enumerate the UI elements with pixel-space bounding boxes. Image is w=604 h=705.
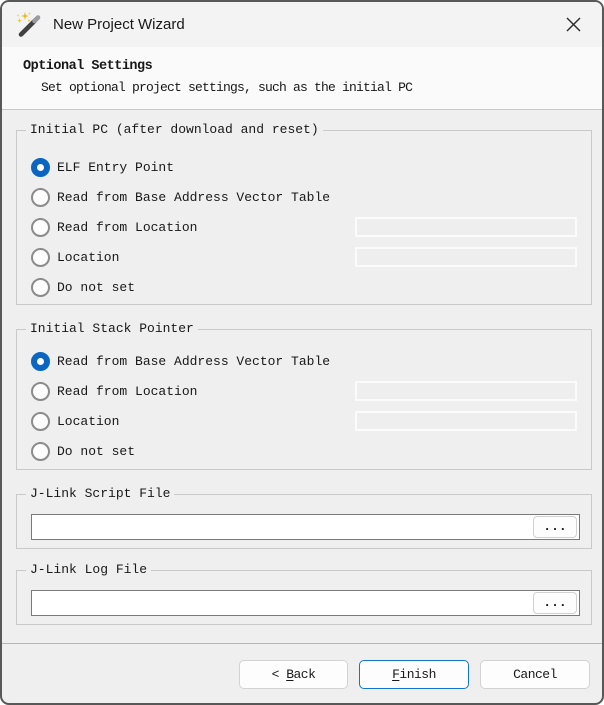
back-button[interactable]: < Back bbox=[239, 660, 348, 689]
radio-row-location: Location bbox=[31, 242, 119, 272]
back-rest: ack bbox=[293, 667, 316, 682]
radio-row-sp-read-base-vector: Read from Base Address Vector Table bbox=[31, 346, 330, 376]
radio-sp-read-from-location[interactable] bbox=[31, 381, 50, 401]
radio-row-sp-read-from-location: Read from Location bbox=[31, 376, 197, 406]
magic-wand-icon bbox=[17, 11, 41, 37]
radio-row-elf-entry-point: ELF Entry Point bbox=[31, 152, 174, 182]
radio-row-read-from-location: Read from Location bbox=[31, 212, 197, 242]
back-accel: B bbox=[286, 667, 294, 682]
radio-elf-entry-point[interactable] bbox=[31, 157, 50, 177]
pc-read-location-field bbox=[355, 217, 577, 237]
group-script-file-title: J-Link Script File bbox=[26, 486, 175, 501]
radio-do-not-set[interactable] bbox=[31, 277, 50, 297]
pc-location-field bbox=[355, 247, 577, 267]
cancel-button[interactable]: Cancel bbox=[480, 660, 590, 689]
radio-sp-location[interactable] bbox=[31, 411, 50, 431]
title-bar: New Project Wizard bbox=[2, 2, 602, 47]
radio-label[interactable]: Read from Location bbox=[57, 383, 198, 399]
radio-read-base-vector[interactable] bbox=[31, 187, 50, 207]
group-jlink-log-file: J-Link Log File ... bbox=[16, 562, 592, 625]
wizard-header: Optional Settings Set optional project s… bbox=[2, 47, 602, 110]
close-icon bbox=[566, 17, 580, 31]
footer-divider bbox=[2, 643, 602, 644]
radio-row-do-not-set: Do not set bbox=[31, 272, 135, 302]
back-prefix: < bbox=[271, 667, 287, 682]
page-title: Optional Settings bbox=[23, 59, 153, 74]
radio-label[interactable]: Do not set bbox=[57, 279, 136, 295]
radio-label[interactable]: Read from Location bbox=[57, 219, 198, 235]
radio-label[interactable]: Location bbox=[57, 249, 120, 265]
group-log-file-title: J-Link Log File bbox=[26, 562, 152, 577]
radio-label[interactable]: Read from Base Address Vector Table bbox=[57, 353, 331, 369]
sp-location-field bbox=[355, 411, 577, 431]
finish-accel: F bbox=[392, 667, 400, 682]
radio-row-sp-do-not-set: Do not set bbox=[31, 436, 135, 466]
finish-button[interactable]: Finish bbox=[359, 660, 469, 689]
log-file-browse-button[interactable]: ... bbox=[533, 592, 577, 614]
script-file-browse-button[interactable]: ... bbox=[533, 516, 577, 538]
group-initial-stack-pointer: Initial Stack Pointer Read from Base Add… bbox=[16, 321, 592, 470]
radio-label[interactable]: Location bbox=[57, 413, 120, 429]
group-initial-sp-title: Initial Stack Pointer bbox=[26, 321, 198, 336]
radio-sp-read-base-vector[interactable] bbox=[31, 351, 50, 371]
radio-read-from-location[interactable] bbox=[31, 217, 50, 237]
radio-row-sp-location: Location bbox=[31, 406, 119, 436]
radio-sp-do-not-set[interactable] bbox=[31, 441, 50, 461]
window-title: New Project Wizard bbox=[53, 16, 185, 33]
radio-label[interactable]: ELF Entry Point bbox=[57, 159, 175, 175]
log-file-input[interactable] bbox=[31, 590, 580, 616]
group-jlink-script-file: J-Link Script File ... bbox=[16, 486, 592, 549]
radio-location[interactable] bbox=[31, 247, 50, 267]
group-initial-pc: Initial PC (after download and reset) EL… bbox=[16, 122, 592, 305]
radio-label[interactable]: Do not set bbox=[57, 443, 136, 459]
sp-read-location-field bbox=[355, 381, 577, 401]
group-initial-pc-title: Initial PC (after download and reset) bbox=[26, 122, 323, 137]
script-file-input[interactable] bbox=[31, 514, 580, 540]
page-subtitle: Set optional project settings, such as t… bbox=[41, 80, 413, 95]
radio-row-read-base-vector: Read from Base Address Vector Table bbox=[31, 182, 330, 212]
radio-label[interactable]: Read from Base Address Vector Table bbox=[57, 189, 331, 205]
finish-rest: inish bbox=[399, 667, 436, 682]
close-button[interactable] bbox=[552, 4, 594, 44]
